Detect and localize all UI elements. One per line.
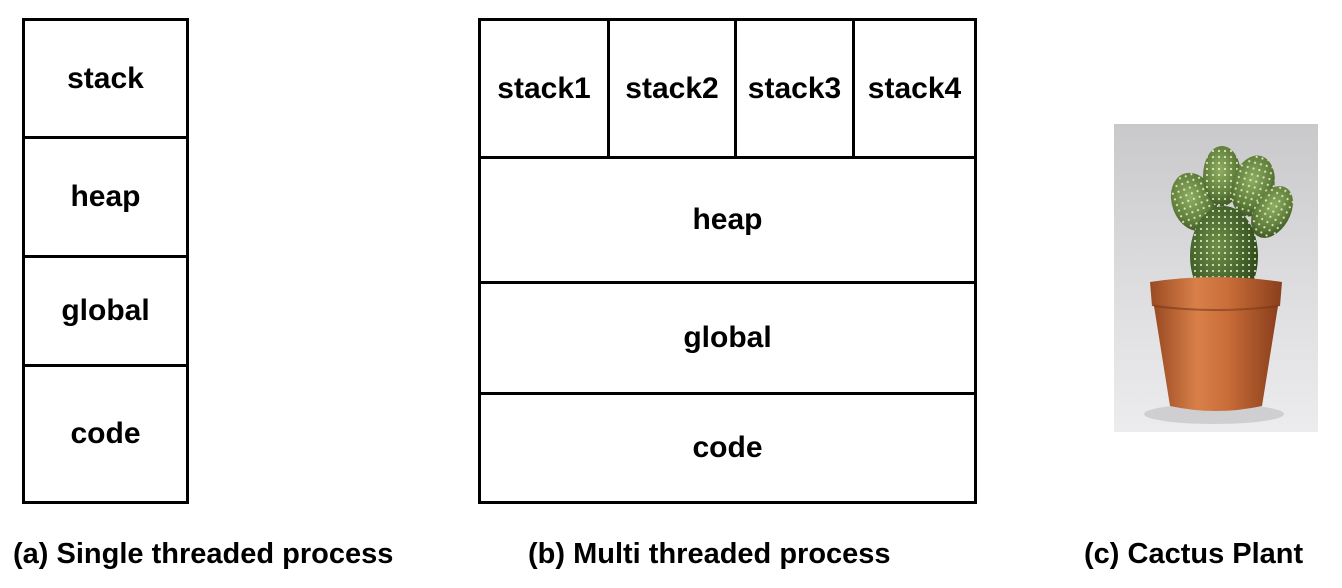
multi-stack4-segment: stack4 <box>852 18 977 159</box>
multi-heap-segment: heap <box>478 156 977 284</box>
single-code-segment: code <box>22 364 189 504</box>
multi-stack2-segment: stack2 <box>607 18 737 159</box>
multi-stack1-segment: stack1 <box>478 18 610 159</box>
multi-code-segment: code <box>478 392 977 504</box>
multi-threaded-caption: (b) Multi threaded process <box>528 538 891 570</box>
cactus-plant-image <box>1114 124 1318 432</box>
multi-global-segment: global <box>478 281 977 395</box>
single-stack-segment: stack <box>22 18 189 139</box>
single-global-segment: global <box>22 255 189 367</box>
cactus-caption: (c) Cactus Plant <box>1084 538 1304 570</box>
single-heap-segment: heap <box>22 136 189 258</box>
multi-stack3-segment: stack3 <box>734 18 855 159</box>
single-threaded-caption: (a) Single threaded process <box>13 538 394 570</box>
